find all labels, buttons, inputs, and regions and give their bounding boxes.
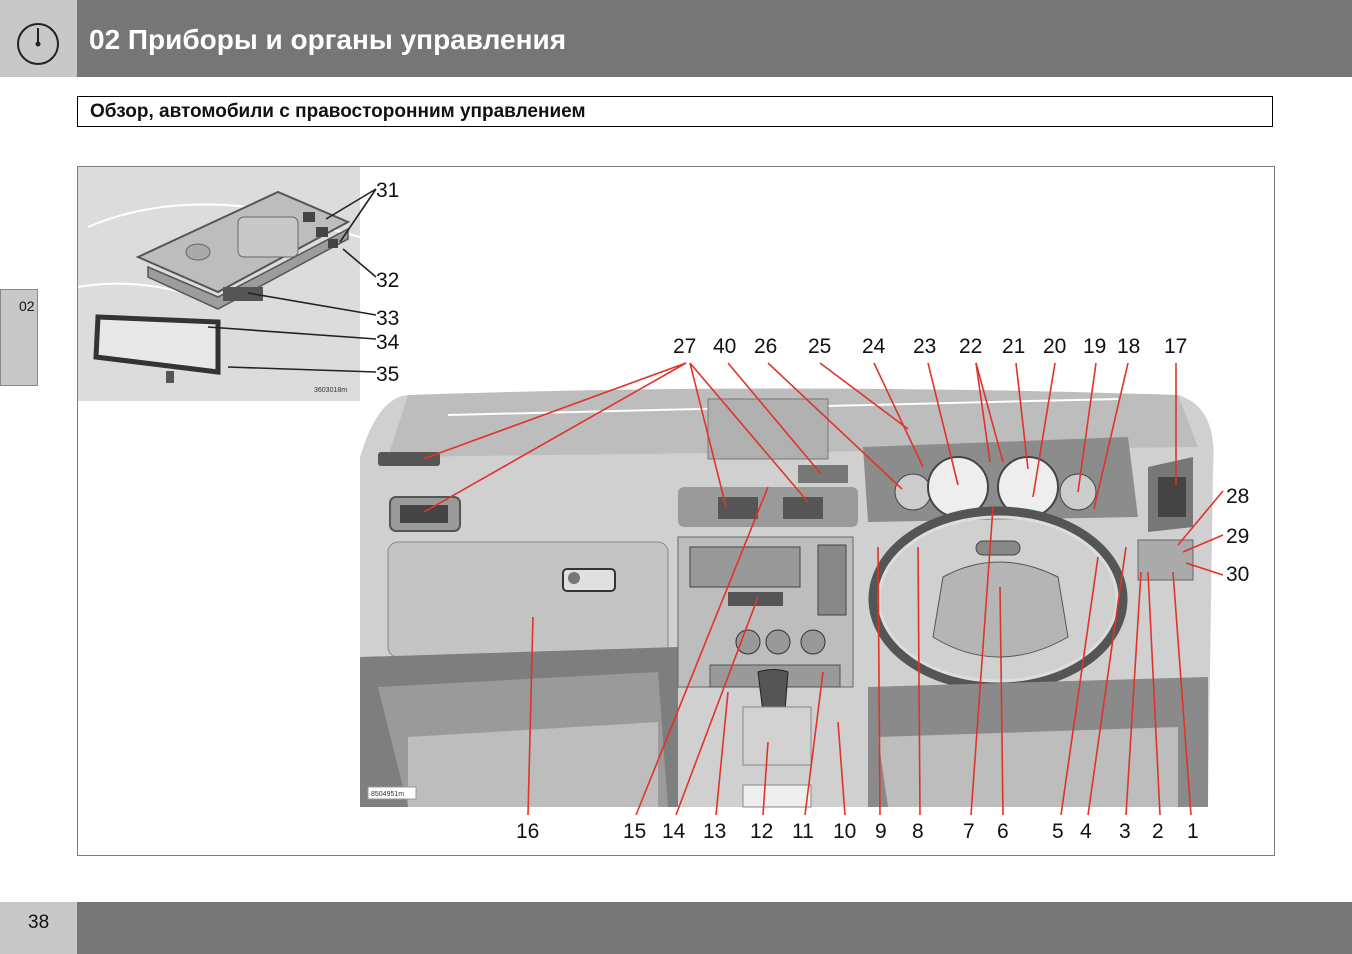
callout-25: 25 (808, 335, 831, 358)
dashboard-drawing: 8504951m (360, 388, 1214, 808)
callout-16: 16 (516, 820, 539, 843)
dashboard-illustration: 3603018m (78, 167, 1249, 843)
callout-18: 18 (1117, 335, 1140, 358)
callout-7: 7 (963, 820, 975, 843)
page-title: 02 Приборы и органы управления (89, 24, 567, 55)
callout-34: 34 (376, 331, 400, 354)
callout-26: 26 (754, 335, 777, 358)
callout-12: 12 (750, 820, 773, 843)
leader-lines (207, 188, 1224, 816)
callout-35: 35 (376, 363, 399, 386)
callout-10: 10 (833, 820, 856, 843)
callout-4: 4 (1080, 820, 1092, 843)
callout-40: 40 (713, 335, 736, 358)
callout-21: 21 (1002, 335, 1025, 358)
callout-33: 33 (376, 307, 399, 330)
callout-14: 14 (662, 820, 686, 843)
inset-code: 3603018m (314, 387, 347, 394)
mirror-inset: 3603018m (78, 167, 361, 401)
callout-13: 13 (703, 820, 726, 843)
footer-bar (77, 902, 1352, 954)
callout-22: 22 (959, 335, 982, 358)
callout-numbers: 31 32 33 34 35 27 40 26 25 24 23 22 21 2… (376, 179, 1249, 843)
callout-3: 3 (1119, 820, 1131, 843)
callout-15: 15 (623, 820, 646, 843)
callout-27: 27 (673, 335, 696, 358)
main-code: 8504951m (371, 791, 404, 798)
header-icon-box (0, 0, 77, 77)
section-title: Обзор, автомобили с правосторонним управ… (90, 101, 586, 122)
callout-11: 11 (792, 820, 814, 843)
dashboard-figure: 3603018m (77, 166, 1275, 856)
callout-30: 30 (1226, 563, 1249, 586)
section-title-box: Обзор, автомобили с правосторонним управ… (77, 96, 1273, 127)
callout-17: 17 (1164, 335, 1187, 358)
footer-page-box (0, 902, 77, 954)
callout-31: 31 (376, 179, 399, 202)
header-bar (77, 0, 1352, 77)
chapter-side-tab-label: 02 (19, 298, 35, 314)
gauge-icon (17, 23, 59, 65)
callout-32: 32 (376, 269, 399, 292)
callout-8: 8 (912, 820, 924, 843)
chapter-side-tab: 02 (0, 289, 38, 386)
callout-19: 19 (1083, 335, 1106, 358)
callout-28: 28 (1226, 485, 1249, 508)
callout-6: 6 (997, 820, 1009, 843)
callout-2: 2 (1152, 820, 1164, 843)
callout-29: 29 (1226, 525, 1249, 548)
callout-20: 20 (1043, 335, 1066, 358)
callout-9: 9 (875, 820, 887, 843)
page-number: 38 (28, 912, 50, 933)
callout-24: 24 (862, 335, 886, 358)
callout-23: 23 (913, 335, 936, 358)
callout-1: 1 (1187, 820, 1199, 843)
callout-5: 5 (1052, 820, 1064, 843)
